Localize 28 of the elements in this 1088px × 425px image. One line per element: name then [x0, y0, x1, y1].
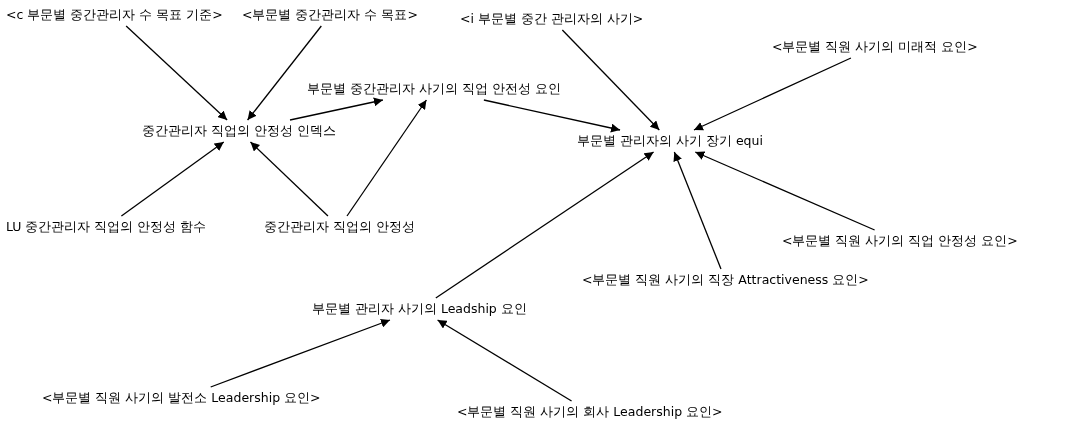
node-label: <i 부문별 중간 관리자의 사기> — [458, 10, 646, 28]
node-label: <부문별 직원 사기의 직업 안정성 요인> — [780, 232, 1020, 250]
node-label: 부문별 관리자 사기의 Leadship 요인 — [310, 300, 529, 318]
arrow — [694, 151, 876, 231]
arrow — [246, 25, 322, 121]
arrow — [483, 99, 621, 133]
node-label: <부문별 직원 사기의 직장 Attractiveness 요인> — [580, 271, 871, 289]
arrow — [435, 151, 655, 299]
arrow — [120, 141, 225, 217]
arrow — [125, 25, 228, 121]
arrow — [693, 57, 852, 131]
node-label: LU 중간관리자 직업의 안정성 함수 — [4, 218, 209, 236]
node-label: <부문별 직원 사기의 회사 Leadership 요인> — [455, 403, 725, 421]
node-label: <부문별 직원 사기의 미래적 요인> — [770, 38, 980, 56]
arrow — [289, 97, 384, 121]
node-label: <부문별 중간관리자 수 목표> — [240, 6, 420, 24]
arrow — [673, 151, 722, 270]
arrow — [561, 29, 660, 131]
node-label: <부문별 직원 사기의 발전소 Leadership 요인> — [40, 389, 323, 407]
arrow — [346, 99, 428, 217]
arrow — [249, 141, 329, 217]
node-label: 중간관리자 직업의 안정성 인덱스 — [140, 122, 338, 140]
node-label: 중간관리자 직업의 안정성 — [262, 218, 417, 236]
arrow — [436, 319, 573, 402]
arrow — [210, 318, 391, 388]
node-label: 부문별 관리자의 사기 장기 equi — [575, 132, 765, 150]
node-label: 부문별 중간관리자 사기의 직업 안전성 요인 — [305, 80, 563, 98]
node-label: <c 부문별 중간관리자 수 목표 기준> — [4, 6, 225, 24]
